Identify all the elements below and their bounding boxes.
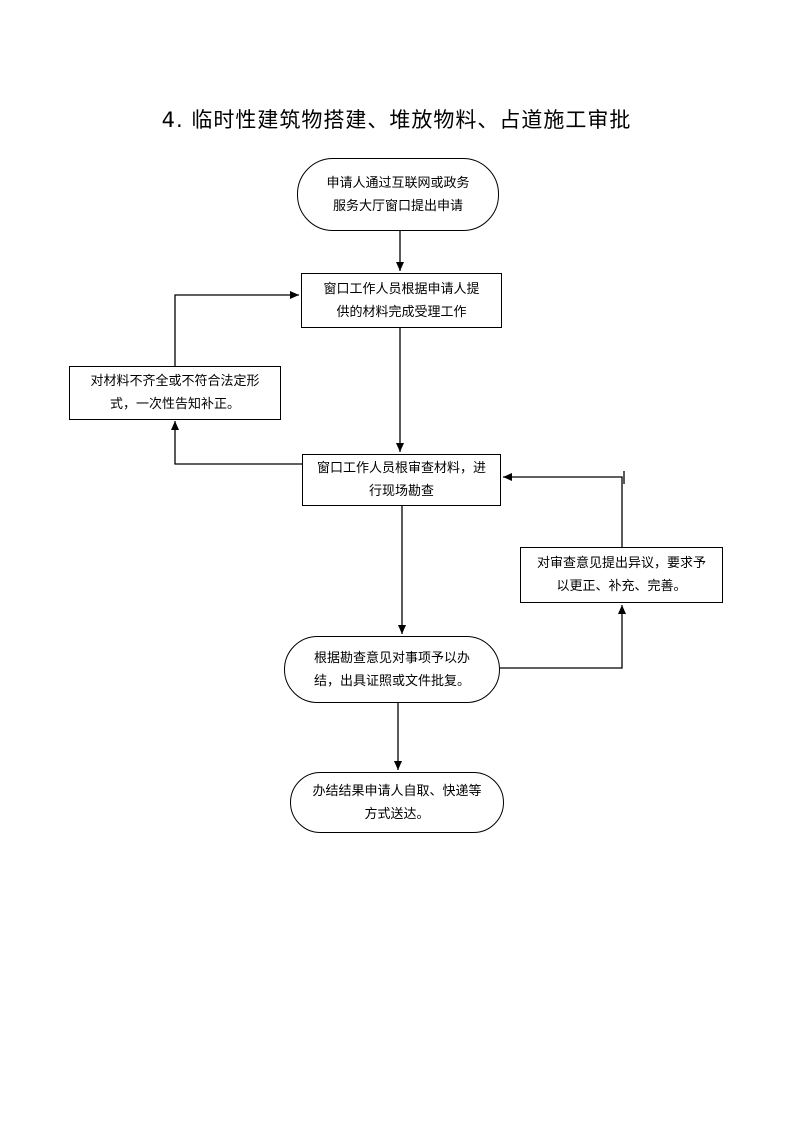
node-objection-line-2: 以更正、补充、完善。 <box>556 579 687 594</box>
node-review-line-2: 行现场勘查 <box>368 484 434 499</box>
node-apply: 申请人通过互联网或政务 服务大厅窗口提出申请 <box>297 158 499 231</box>
arrow-objection-to-review <box>503 473 623 547</box>
node-supplement-line-2: 式，一次性告知补正。 <box>109 397 240 412</box>
node-deliver: 办结结果申请人自取、快递等 方式送达。 <box>290 772 504 833</box>
node-handle-line-1: 根据勘查意见对事项予以办 <box>313 650 470 666</box>
node-review: 窗口工作人员根审查材料，进 行现场勘查 <box>302 454 501 506</box>
node-accept-line-2: 供的材料完成受理工作 <box>336 304 467 320</box>
node-objection: 对审查意见提出异议，要求予 以更正、补充、完善。 <box>520 547 723 603</box>
node-supplement-line-1: 对材料不齐全或不符合法定形 <box>90 374 260 389</box>
node-handle: 根据勘查意见对事项予以办 结，出具证照或文件批复。 <box>284 636 500 703</box>
page-title: 4. 临时性建筑物搭建、堆放物料、占道施工审批 <box>161 108 632 132</box>
node-apply-line-1: 申请人通过互联网或政务 <box>326 175 470 191</box>
node-objection-line-1: 对审查意见提出异议，要求予 <box>536 556 706 571</box>
node-apply-line-2: 服务大厅窗口提出申请 <box>332 198 463 214</box>
arrow-review-to-supplement <box>171 421 302 465</box>
node-supplement: 对材料不齐全或不符合法定形 式，一次性告知补正。 <box>69 366 281 420</box>
node-accept: 窗口工作人员根据申请人提 供的材料完成受理工作 <box>301 273 502 328</box>
node-accept-line-1: 窗口工作人员根据申请人提 <box>323 281 480 297</box>
node-deliver-line-2: 方式送达。 <box>364 806 430 822</box>
arrow-handle-to-objection <box>500 605 626 669</box>
arrow-supplement-to-accept <box>174 291 299 366</box>
node-handle-line-2: 结，出具证照或文件批复。 <box>313 673 470 689</box>
node-review-line-1: 窗口工作人员根审查材料，进 <box>316 461 486 476</box>
node-deliver-line-1: 办结结果申请人自取、快递等 <box>312 783 482 799</box>
